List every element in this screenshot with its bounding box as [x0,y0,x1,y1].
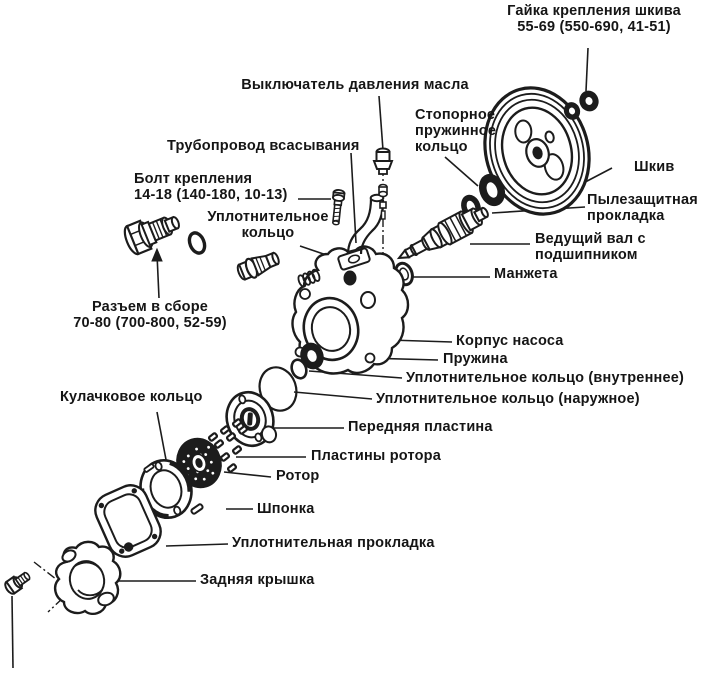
label-cam-ring: Кулачковое кольцо [60,389,203,405]
label-line: Ротор [276,468,320,484]
mount-bolt-drawing [332,189,346,226]
label-line: пружинное [415,123,497,139]
label-oil-pressure-switch: Выключатель давления масла [232,77,478,93]
label-line: Ведущий вал с [535,231,646,247]
label-line: Кулачковое кольцо [60,389,203,405]
oil-pressure-switch-drawing [372,147,394,220]
cam-ring-drawing [139,459,193,520]
label-cuff: Манжета [494,266,558,282]
label-line: Передняя пластина [348,419,493,435]
pump-body-drawing [291,245,410,375]
label-line: Пружина [443,351,508,367]
label-spring: Пружина [443,351,508,367]
label-line: Пылезащитная [587,192,698,208]
connector-plug-drawing [123,215,180,256]
o-ring-inner-drawing [290,358,308,380]
label-suction-pipe: Трубопровод всасывания [167,138,360,154]
label-o-ring-inner: Уплотнительное кольцо (внутреннее) [406,370,684,386]
pulley-drawing [483,86,591,216]
label-line: 70-80 (700-800, 52-59) [73,315,227,331]
label-line: Разъем в сборе [91,299,209,315]
label-line: Гайка крепления шкива [507,3,681,19]
label-rotor-vanes: Пластины ротора [311,448,441,464]
washer-drawing [563,102,581,120]
label-line: Уплотнительное кольцо (внутреннее) [406,370,685,386]
label-drive-shaft: Ведущий вал с подшипником [535,231,646,263]
label-line: Пластины ротора [311,448,441,464]
label-seal-gasket: Уплотнительная прокладка [232,535,435,551]
label-o-ring-outer: Уплотнительное кольцо (наружное) [376,391,640,407]
label-line: Шпонка [257,501,315,517]
label-pulley: Шкив [634,159,674,175]
label-line: 14-18 (140-180, 10-13) [134,187,288,203]
label-line: Шкив [634,159,675,175]
label-rotor: Ротор [276,468,319,484]
label-line: Выключатель давления масла [241,77,469,93]
pulley-nut-drawing [579,90,599,112]
label-line: Стопорное [415,107,496,123]
front-plate-drawing [225,390,278,448]
leader-lines [11,47,613,669]
label-line: Манжета [494,266,558,282]
label-pulley-nut: Гайка крепления шкива 55-69 (550-690, 41… [478,3,710,35]
cover-bolt-drawing [4,571,31,595]
cam-ring-pin-drawing [143,463,155,473]
label-connector: Разъем в сборе 70-80 (700-800, 52-59) [52,299,248,331]
label-rear-cover: Задняя крышка [200,572,315,588]
drive-shaft-drawing [396,206,489,260]
rear-cover-drawing [53,540,122,615]
suction-pipe-drawing [337,193,385,271]
label-line: Трубопровод всасывания [167,138,360,154]
fitting-drawing [236,251,280,281]
label-o-ring: Уплотнительное кольцо [200,209,336,241]
o-ring-outer-drawing [258,366,298,412]
label-line: прокладка [587,208,665,224]
connector-o-ring-drawing [187,231,207,255]
label-pump-body: Корпус насоса [456,333,564,349]
label-line: Задняя крышка [200,572,315,588]
label-line: Корпус насоса [456,333,564,349]
label-front-plate: Передняя пластина [348,419,493,435]
label-line: 55-69 (550-690, 41-51) [517,19,671,35]
label-mount-bolt: Болт крепления 14-18 (140-180, 10-13) [134,171,288,203]
label-line: Уплотнительная прокладка [232,535,435,551]
label-dust-gasket: Пылезащитная прокладка [587,192,698,224]
label-key: Шпонка [257,501,314,517]
label-line: кольцо [241,225,295,241]
label-line: Уплотнительное кольцо (наружное) [376,391,640,407]
arrowhead [151,247,163,262]
label-line: Уплотнительное [207,209,329,225]
label-snap-ring: Стопорное пружинное кольцо [415,107,496,155]
small-spring-drawing [297,268,321,288]
label-line: подшипником [535,247,638,263]
seal-gasket-drawing [94,484,162,558]
label-line: кольцо [415,139,468,155]
label-line: Болт крепления [134,171,253,187]
snap-ring-drawing [478,173,506,207]
key-drawing [190,503,204,515]
